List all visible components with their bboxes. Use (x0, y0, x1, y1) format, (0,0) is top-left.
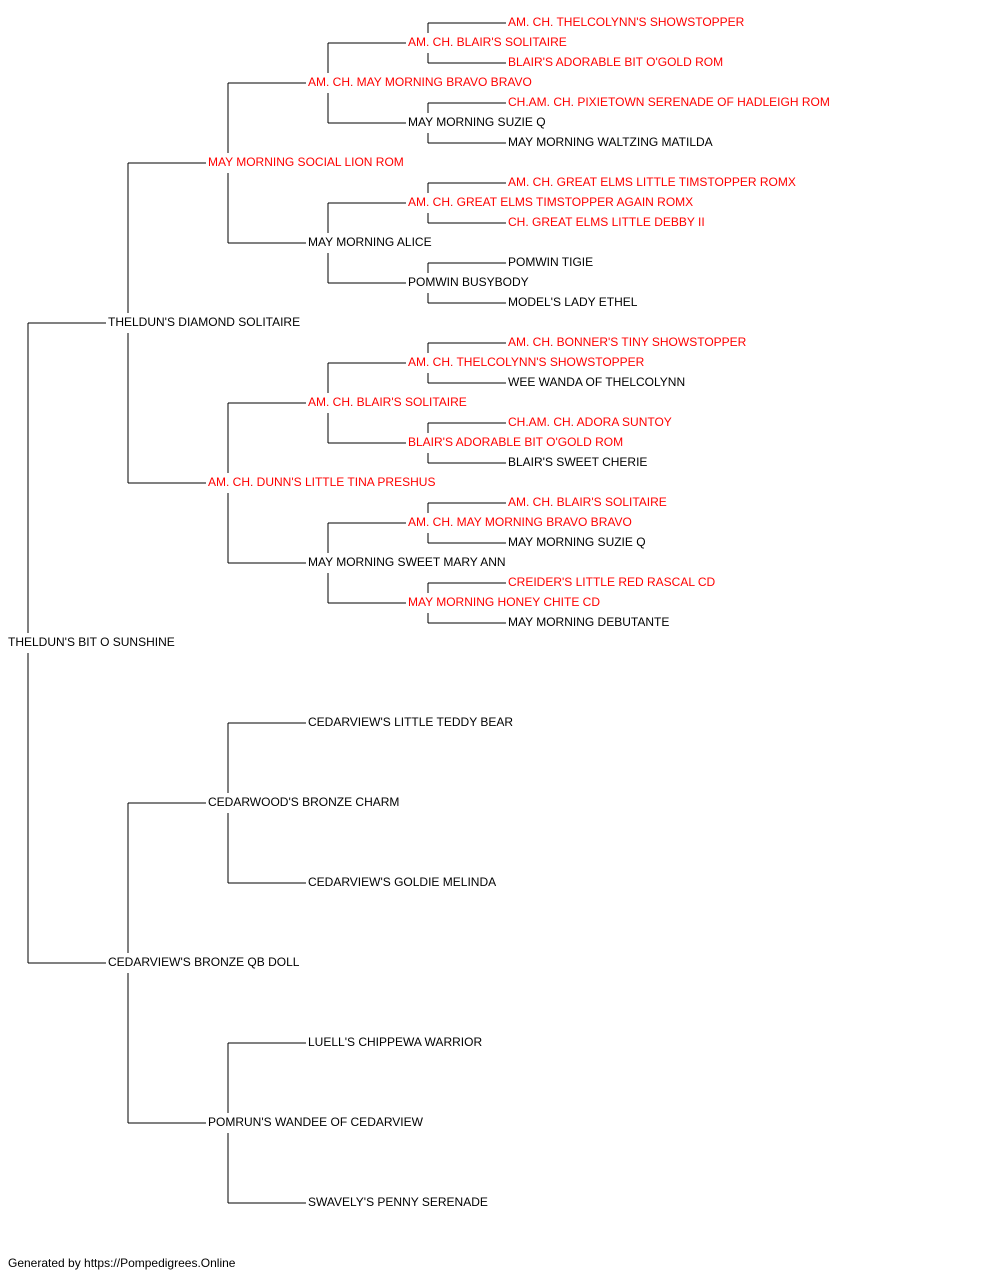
pedigree-name-swavely-s-penny-serenade: SWAVELY'S PENNY SERENADE (308, 1195, 488, 1209)
pedigree-name-pomwin-busybody: POMWIN BUSYBODY (408, 275, 529, 289)
pedigree-name-cedarwood-s-bronze-charm: CEDARWOOD'S BRONZE CHARM (208, 795, 399, 809)
pedigree-name-am-ch-may-morning-bravo-bravo: AM. CH. MAY MORNING BRAVO BRAVO (408, 515, 632, 529)
footer-credit: Generated by https://Pompedigrees.Online (8, 1256, 236, 1270)
pedigree-name-am-ch-blair-s-solitaire: AM. CH. BLAIR'S SOLITAIRE (408, 35, 567, 49)
pedigree-name-luell-s-chippewa-warrior: LUELL'S CHIPPEWA WARRIOR (308, 1035, 482, 1049)
pedigree-name-pomwin-tigie: POMWIN TIGIE (508, 255, 593, 269)
pedigree-name-am-ch-may-morning-bravo-bravo: AM. CH. MAY MORNING BRAVO BRAVO (308, 75, 532, 89)
pedigree-name-may-morning-suzie-q: MAY MORNING SUZIE Q (508, 535, 646, 549)
pedigree-name-am-ch-thelcolynn-s-showstopper: AM. CH. THELCOLYNN'S SHOWSTOPPER (508, 15, 745, 29)
pedigree-name-may-morning-honey-chite-cd: MAY MORNING HONEY CHITE CD (408, 595, 600, 609)
pedigree-name-may-morning-alice: MAY MORNING ALICE (308, 235, 432, 249)
pedigree-name-pomrun-s-wandee-of-cedarview: POMRUN'S WANDEE OF CEDARVIEW (208, 1115, 424, 1129)
pedigree-name-may-morning-sweet-mary-ann: MAY MORNING SWEET MARY ANN (308, 555, 506, 569)
pedigree-name-am-ch-blair-s-solitaire: AM. CH. BLAIR'S SOLITAIRE (308, 395, 467, 409)
pedigree-name-blair-s-adorable-bit-o-gold-rom: BLAIR'S ADORABLE BIT O'GOLD ROM (508, 55, 723, 69)
pedigree-name-ch-am-ch-adora-suntoy: CH.AM. CH. ADORA SUNTOY (508, 415, 672, 429)
pedigree-name-ch-great-elms-little-debby-ii: CH. GREAT ELMS LITTLE DEBBY II (508, 215, 705, 229)
pedigree-name-theldun-s-diamond-solitaire: THELDUN'S DIAMOND SOLITAIRE (108, 315, 300, 329)
pedigree-name-am-ch-great-elms-timstopper-again-romx: AM. CH. GREAT ELMS TIMSTOPPER AGAIN ROMX (408, 195, 693, 209)
pedigree-name-am-ch-thelcolynn-s-showstopper: AM. CH. THELCOLYNN'S SHOWSTOPPER (408, 355, 645, 369)
pedigree-name-may-morning-suzie-q: MAY MORNING SUZIE Q (408, 115, 546, 129)
pedigree-name-creider-s-little-red-rascal-cd: CREIDER'S LITTLE RED RASCAL CD (508, 575, 716, 589)
pedigree-name-may-morning-social-lion-rom: MAY MORNING SOCIAL LION ROM (208, 155, 404, 169)
pedigree-name-am-ch-great-elms-little-timstopper-romx: AM. CH. GREAT ELMS LITTLE TIMSTOPPER ROM… (508, 175, 796, 189)
pedigree-name-cedarview-s-little-teddy-bear: CEDARVIEW'S LITTLE TEDDY BEAR (308, 715, 513, 729)
pedigree-name-ch-am-ch-pixietown-serenade-of-hadleigh-rom: CH.AM. CH. PIXIETOWN SERENADE OF HADLEIG… (508, 95, 830, 109)
pedigree-name-blair-s-adorable-bit-o-gold-rom: BLAIR'S ADORABLE BIT O'GOLD ROM (408, 435, 623, 449)
pedigree-name-blair-s-sweet-cherie: BLAIR'S SWEET CHERIE (508, 455, 647, 469)
pedigree-name-may-morning-debutante: MAY MORNING DEBUTANTE (508, 615, 669, 629)
pedigree-name-model-s-lady-ethel: MODEL'S LADY ETHEL (508, 295, 638, 309)
pedigree-name-cedarview-s-bronze-qb-doll: CEDARVIEW'S BRONZE QB DOLL (108, 955, 300, 969)
pedigree-name-cedarview-s-goldie-melinda: CEDARVIEW'S GOLDIE MELINDA (308, 875, 496, 889)
pedigree-name-theldun-s-bit-o-sunshine: THELDUN'S BIT O SUNSHINE (8, 635, 175, 649)
pedigree-name-wee-wanda-of-thelcolynn: WEE WANDA OF THELCOLYNN (508, 375, 685, 389)
pedigree-name-am-ch-dunn-s-little-tina-preshus: AM. CH. DUNN'S LITTLE TINA PRESHUS (208, 475, 435, 489)
pedigree-name-may-morning-waltzing-matilda: MAY MORNING WALTZING MATILDA (508, 135, 713, 149)
pedigree-name-am-ch-blair-s-solitaire: AM. CH. BLAIR'S SOLITAIRE (508, 495, 667, 509)
pedigree-name-am-ch-bonner-s-tiny-showstopper: AM. CH. BONNER'S TINY SHOWSTOPPER (508, 335, 747, 349)
